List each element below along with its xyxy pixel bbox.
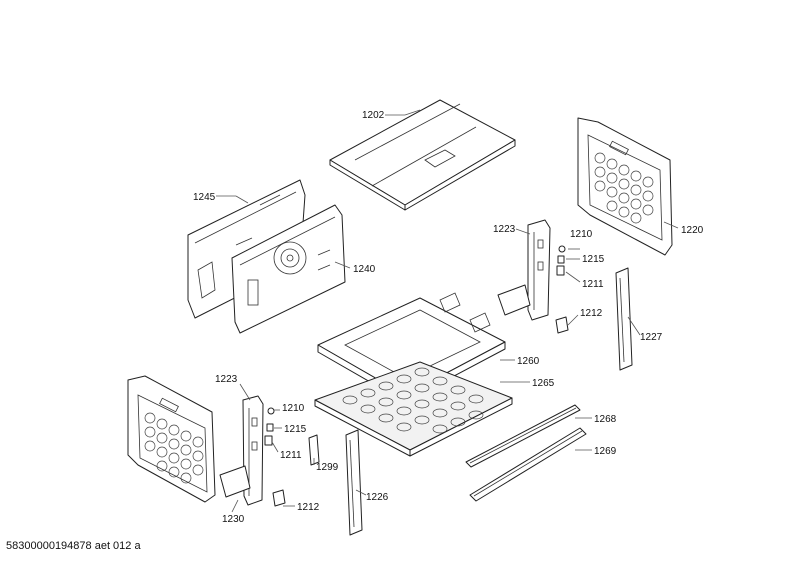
part-side-wall-right <box>577 117 673 256</box>
callout-1212-upper: 1212 <box>580 308 603 319</box>
leader-lines <box>216 109 679 513</box>
callout-1230: 1230 <box>222 514 245 525</box>
part-fasteners-upper <box>556 245 566 276</box>
callout-1269: 1269 <box>594 446 617 457</box>
part-top-cover <box>329 99 516 211</box>
callout-1211-upper: 1211 <box>582 279 604 290</box>
callout-1210-upper: 1210 <box>570 229 593 240</box>
callout-1226: 1226 <box>366 492 389 503</box>
part-rear-wall-fan <box>231 204 346 334</box>
callout-1220: 1220 <box>681 225 704 236</box>
part-vertical-strip <box>615 267 633 371</box>
part-bottom-plate <box>314 361 513 457</box>
part-fasteners-lower <box>264 407 275 446</box>
callout-1215-lower: 1215 <box>284 424 307 435</box>
callout-1223-upper: 1223 <box>493 224 516 235</box>
part-rail-strip-lower <box>469 427 587 502</box>
callout-1299: 1299 <box>316 462 339 473</box>
part-side-wall-left <box>127 375 216 503</box>
callout-1202: 1202 <box>362 110 385 121</box>
callout-1265: 1265 <box>532 378 555 389</box>
callout-1240: 1240 <box>353 264 376 275</box>
part-rail-strip-upper <box>465 404 581 468</box>
emboss-pattern-right <box>594 152 654 224</box>
part-rail-bracket-upper <box>497 219 551 321</box>
callout-1210-lower: 1210 <box>282 403 305 414</box>
callout-1227: 1227 <box>640 332 663 343</box>
callout-1260: 1260 <box>517 356 540 367</box>
callout-1211-lower: 1211 <box>280 450 302 461</box>
callout-1245: 1245 <box>193 192 216 203</box>
document-id: 58300000194878 aet 012 a <box>6 540 141 552</box>
callout-1223-lower: 1223 <box>215 374 238 385</box>
part-rail-bracket-lower <box>219 395 264 506</box>
callout-1268: 1268 <box>594 414 617 425</box>
part-clip-upper <box>555 316 569 334</box>
callout-1212-lower: 1212 <box>297 502 320 513</box>
callout-labels: 1202 1245 1240 1220 1223 1210 1215 1211 … <box>193 110 704 525</box>
part-small-piece <box>308 434 320 466</box>
callout-1215-upper: 1215 <box>582 254 605 265</box>
emboss-pattern-left <box>144 412 204 484</box>
part-vertical-strip-lower <box>345 429 363 536</box>
emboss-pattern-bottom <box>342 367 484 434</box>
part-clip-lower <box>272 489 286 507</box>
